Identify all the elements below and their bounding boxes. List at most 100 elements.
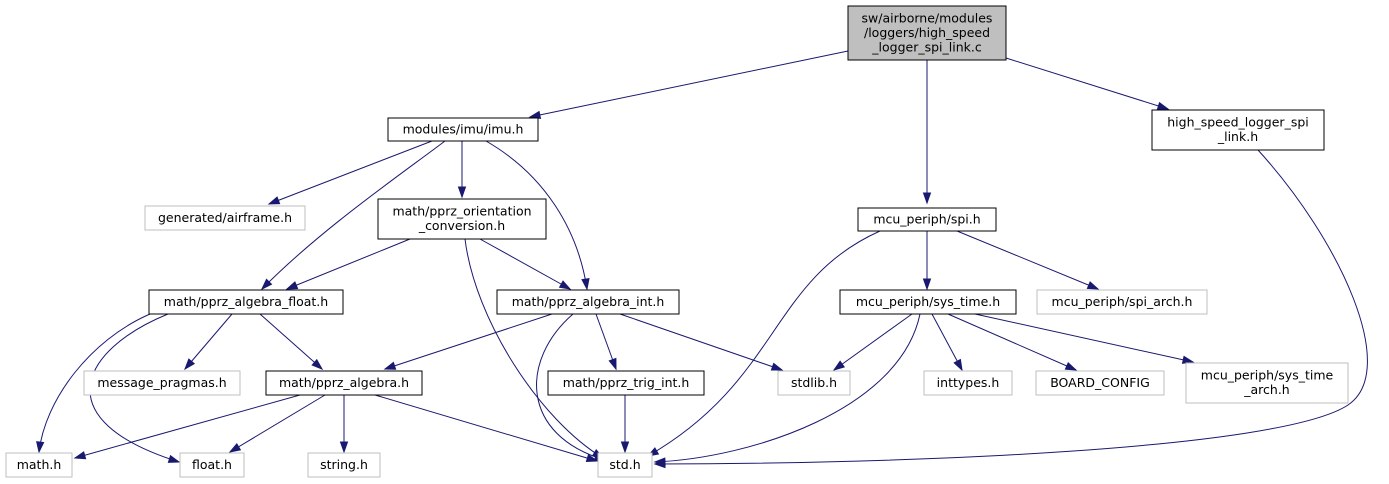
node-box: [265, 370, 423, 396]
arrowhead-icon: [260, 278, 273, 291]
arrowhead-icon: [585, 453, 599, 463]
edge-alg-std: [374, 394, 599, 463]
edge-imu-airframe: [267, 140, 433, 205]
edge-orient-algfloat: [285, 238, 411, 290]
node-math-pprz-orientation-conversion-h[interactable]: math/pprz_orientation_conversion.h: [377, 198, 547, 240]
edge-root-hsl: [1005, 57, 1170, 110]
edges-layer: [36, 50, 1368, 469]
edge-line: [464, 238, 604, 459]
edge-line: [1005, 57, 1169, 110]
node-box: [1185, 362, 1349, 404]
node-std-h: std.h: [597, 452, 653, 478]
edge-imu-algint: [485, 140, 590, 291]
node-label: _arch.h: [1243, 382, 1289, 397]
node-label: message_pragmas.h: [97, 375, 226, 390]
edge-algfloat-msgprag: [184, 313, 233, 371]
edge-line: [956, 230, 1099, 290]
edge-imu-orient: [457, 141, 467, 199]
node-board-config: BOARD_CONFIG: [1035, 370, 1165, 396]
edge-alg-float: [228, 394, 326, 453]
node-box: [377, 198, 547, 240]
node-math-pprz-algebra-h[interactable]: math/pprz_algebra.h: [265, 370, 423, 396]
node-label: mcu_periph/spi_arch.h: [1052, 294, 1193, 309]
edge-line: [974, 313, 1194, 363]
node-label: _link.h: [1217, 129, 1258, 144]
arrowhead-icon: [1064, 361, 1078, 371]
node-box: [777, 370, 851, 396]
arrowhead-icon: [1181, 355, 1195, 364]
edge-line: [259, 313, 323, 370]
edge-line: [647, 230, 881, 457]
arrowhead-icon: [228, 443, 242, 453]
edge-line: [485, 140, 588, 290]
edge-line: [931, 313, 963, 371]
edge-line: [261, 140, 446, 290]
node-label: math.h: [17, 457, 62, 472]
node-box: [923, 370, 1013, 396]
edge-root-imu: [528, 50, 849, 119]
node-label: math/pprz_trig_int.h: [563, 375, 690, 390]
edge-line: [74, 394, 301, 459]
node-mcu-periph-sys-time-arch-h: mcu_periph/sys_time_arch.h: [1185, 362, 1349, 404]
arrowhead-icon: [528, 110, 542, 119]
arrowhead-icon: [581, 278, 590, 291]
arrowhead-icon: [36, 441, 45, 454]
arrowhead-icon: [953, 358, 963, 372]
node-box: [1036, 289, 1208, 315]
node-mcu-periph-spi-arch-h: mcu_periph/spi_arch.h: [1036, 289, 1208, 315]
node-high-speed-logger-spi-link-h[interactable]: high_speed_logger_spi_link.h: [1151, 109, 1325, 151]
edge-systime-inttypes: [931, 313, 963, 372]
arrowhead-icon: [383, 361, 397, 370]
node-label: mcu_periph/spi.h: [873, 211, 980, 226]
edge-root-spi: [922, 60, 932, 205]
node-label: _conversion.h: [418, 218, 505, 233]
arrowhead-icon: [311, 358, 324, 371]
node-label: stdlib.h: [791, 375, 837, 390]
arrowhead-icon: [922, 192, 932, 205]
node-math-pprz-algebra-int-h[interactable]: math/pprz_algebra_int.h: [496, 289, 680, 315]
edge-hsl-std: [653, 149, 1368, 469]
node-label: generated/airframe.h: [158, 210, 292, 225]
arrowhead-icon: [770, 362, 784, 371]
edge-algint-alg: [383, 313, 553, 370]
edge-line: [286, 238, 411, 290]
arrowhead-icon: [1086, 281, 1100, 290]
arrowhead-icon: [267, 196, 281, 205]
node-mcu-periph-sys-time-h[interactable]: mcu_periph/sys_time.h: [839, 289, 1017, 315]
edge-line: [654, 313, 921, 463]
edge-line: [529, 50, 849, 118]
node-math-pprz-algebra-float-h[interactable]: math/pprz_algebra_float.h: [148, 289, 344, 315]
node-label: math/pprz_algebra_int.h: [512, 294, 665, 309]
node-label: mcu_periph/sys_time.h: [856, 294, 1000, 309]
node-root-high-speed-logger-spi-link-c[interactable]: sw/airborne/modules/loggers/high_speed_l…: [847, 5, 1007, 61]
node-modules-imu-imu-h[interactable]: modules/imu/imu.h: [387, 117, 539, 142]
edge-line: [833, 313, 913, 371]
node-label: /loggers/high_speed: [864, 25, 990, 40]
node-box: [144, 205, 306, 231]
node-mcu-periph-spi-h[interactable]: mcu_periph/spi.h: [857, 207, 997, 232]
node-box: [1151, 109, 1325, 151]
edge-alg-string: [339, 395, 349, 454]
edge-algfloat-alg: [259, 313, 324, 371]
node-box: [387, 117, 539, 142]
node-math-pprz-trig-int-h[interactable]: math/pprz_trig_int.h: [547, 370, 705, 396]
arrowhead-icon: [922, 278, 932, 291]
node-label: high_speed_logger_spi: [1167, 115, 1309, 130]
edge-systime-systimearch: [974, 313, 1195, 364]
arrowhead-icon: [558, 280, 572, 290]
node-box: [1035, 370, 1165, 396]
edge-line: [229, 394, 326, 453]
edge-spi-systime: [922, 231, 932, 291]
edge-line: [619, 313, 783, 371]
node-generated-airframe-h: generated/airframe.h: [144, 205, 306, 231]
edge-spi-std: [646, 230, 881, 457]
arrowhead-icon: [653, 459, 666, 469]
edge-spi-spiarch: [956, 230, 1100, 290]
node-label: sw/airborne/modules: [862, 10, 993, 25]
node-label: mcu_periph/sys_time: [1201, 368, 1334, 383]
edge-algint-stdlib: [619, 313, 784, 371]
node-label: inttypes.h: [937, 375, 1000, 390]
node-label: math/pprz_algebra_float.h: [164, 294, 328, 309]
edge-systime-board: [947, 313, 1078, 371]
